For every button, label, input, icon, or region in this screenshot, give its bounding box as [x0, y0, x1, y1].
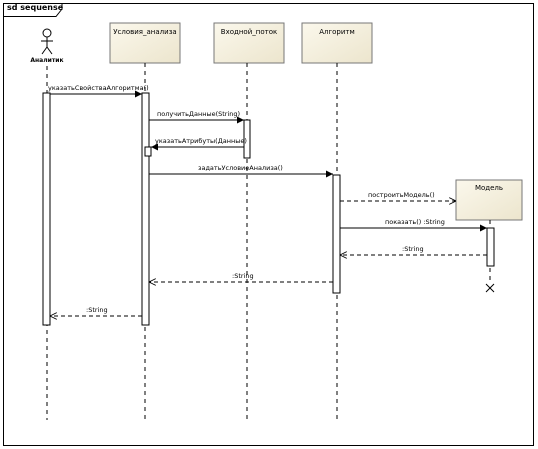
activation-model — [486, 227, 495, 267]
actor-name: Аналитик — [30, 57, 64, 64]
lifeline-box-input[interactable] — [213, 22, 285, 64]
lifeline-label-input: Входной_поток — [220, 28, 278, 36]
activation-conditions — [141, 92, 150, 326]
activation-analyst — [42, 92, 51, 326]
msg-label-2: получитьДанные(String) — [157, 110, 241, 118]
msg-label-1: указатьСвойстваАлгоритма() — [48, 84, 149, 92]
frame-title: sd sequense — [7, 3, 64, 12]
msg-label-6: показать() :String — [385, 218, 445, 226]
diagram-frame — [3, 3, 534, 446]
lifeline-label-conditions: Условия_анализа — [113, 28, 177, 36]
msg-label-7: :String — [402, 245, 424, 253]
lifeline-box-model[interactable] — [455, 179, 523, 221]
destroy-icon — [485, 283, 495, 293]
actor-icon — [41, 28, 53, 55]
activation-conditions-nested — [144, 146, 152, 157]
msg-label-3: указатьАтрибуты(Данные) — [155, 137, 247, 145]
activation-algorithm — [332, 174, 341, 294]
lifeline-label-algorithm: Алгоритм — [319, 28, 355, 36]
msg-label-5: построитьМодель() — [368, 191, 435, 199]
msg-label-8: :String — [232, 272, 254, 280]
lifeline-box-algorithm[interactable] — [301, 22, 373, 64]
msg-label-4: задатьУсловиеАнализа() — [198, 164, 283, 172]
frame-tab-shape — [3, 3, 63, 17]
activation-input — [243, 119, 251, 159]
lifeline-label-model: Модель — [474, 184, 504, 192]
msg-label-9: :String — [86, 306, 108, 314]
